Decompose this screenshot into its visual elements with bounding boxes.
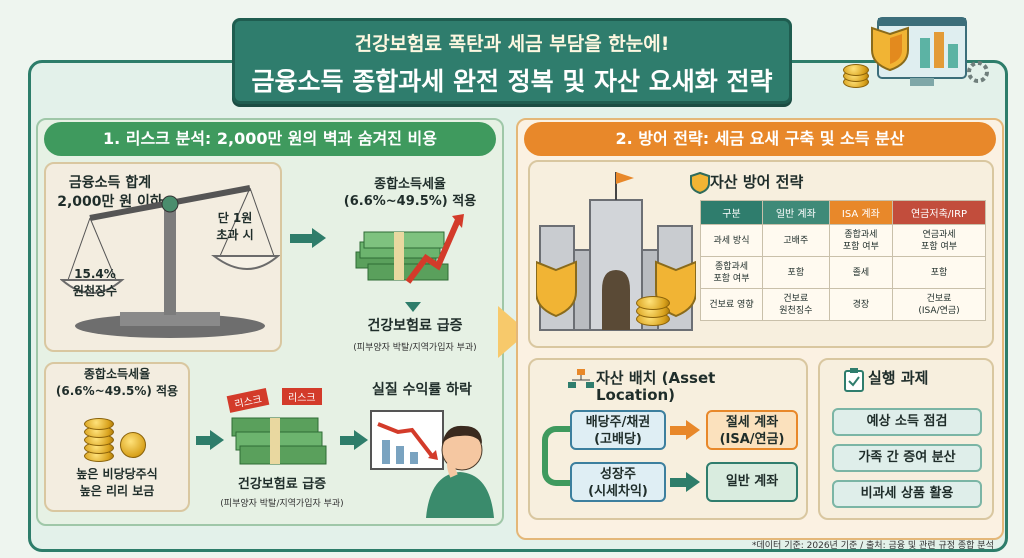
general-account-card: 일반 계좌	[706, 462, 798, 502]
dividend-box	[44, 362, 190, 512]
table-header-category: 구분	[700, 200, 763, 225]
table-cell: 건보료 (ISA/연금)	[892, 288, 986, 321]
task-item-2: 가족 간 증여 분산	[832, 444, 982, 472]
table-header-pension: 연금저축/IRP	[892, 200, 986, 225]
monitor-shield-icon	[850, 14, 1000, 94]
tax-saving-account-card: 절세 계좌 (ISA/연금)	[706, 410, 798, 450]
table-cell: 포함	[762, 256, 830, 289]
insurance-top-label: 건강보험료 급증	[367, 318, 463, 334]
table-cell: 종합과세 포함 여부	[828, 224, 894, 257]
table-cell: 건보료 영향	[700, 288, 763, 321]
title-line1: 건강보험료 폭탄과 세금 부담을 한눈에!	[354, 33, 670, 55]
arrow-right-icon-2	[196, 430, 224, 450]
worried-person-icon	[420, 410, 500, 518]
risk-analysis-heading: 1. 리스크 분석: 2,000만 원의 벽과 숨겨진 비용	[44, 122, 496, 156]
org-chart-icon	[568, 368, 594, 390]
table-header-isa: ISA 계좌	[828, 200, 894, 225]
coin-stack-icon	[84, 406, 154, 462]
title-banner: 건강보험료 폭탄과 세금 부담을 한눈에! 금융소득 종합과세 완전 정복 및 …	[232, 18, 792, 104]
table-header-general: 일반 계좌	[762, 200, 830, 225]
table-cell: 고배주	[762, 224, 830, 257]
table-cell: 연금과세 포함 여부	[892, 224, 986, 257]
defense-title: 자산 방어 전략	[710, 173, 804, 191]
tax-rate-top-label: 종합소득세율 (6.6%~49.5%) 적용	[343, 177, 477, 209]
insurance-top-sub: (피부양자 박탈/지역가입자 부과)	[353, 343, 477, 353]
table-cell: 건보료 원천징수	[762, 288, 830, 321]
account-comparison-table: 구분 일반 계좌 ISA 계좌 연금저축/IRP 과세 방식 고배주 종합과세 …	[700, 200, 986, 321]
insurance-bottom-label: 건강보험료 급증	[237, 477, 327, 492]
risk-money-icon	[226, 388, 336, 468]
flow-connector	[542, 426, 574, 486]
dividend-label: 높은 비당당주식 높은 리리 보금	[76, 467, 158, 498]
table-cell: 졸세	[828, 256, 894, 289]
table-cell: 과세 방식	[700, 224, 763, 257]
clipboard-check-icon	[844, 368, 864, 392]
title-line2: 금융소득 종합과세 완전 정복 및 자산 요새화 전략	[251, 67, 773, 96]
table-cell: 종합과세 포함 여부	[700, 256, 763, 289]
arrow-right-icon-4	[670, 420, 700, 440]
task-item-3: 비과세 상품 활용	[832, 480, 982, 508]
right-pan-label: 단 1원 초과 시	[216, 211, 254, 242]
dividend-bond-card: 배당주/채권 (고배당)	[570, 410, 666, 450]
down-chart-icon	[370, 410, 444, 470]
money-stack-icon	[348, 212, 468, 302]
arrow-right-icon-3	[340, 430, 368, 450]
footnote: *데이터 기준: 2026년 기준 / 출처: 금융 및 관련 규정 종합 분석	[752, 541, 994, 551]
real-return-label: 실질 수익률 하락	[372, 382, 472, 398]
scale-icon	[59, 176, 281, 346]
table-cell: 포함	[892, 256, 986, 289]
tax-rate-bottom-label: 종합소득세율 (6.6%~49.5%) 적용	[55, 367, 179, 398]
castle-icon	[535, 170, 697, 344]
task-item-1: 예상 소득 점검	[832, 408, 982, 436]
defense-strategy-heading: 2. 방어 전략: 세금 요새 구축 및 소득 분산	[524, 122, 996, 156]
left-pan-label: 15.4% 원천징수	[72, 267, 118, 298]
arrow-right-icon-5	[670, 472, 700, 492]
shield-icon	[690, 171, 710, 195]
insurance-bottom-sub: (피부양자 박탈/지역가입자 부과)	[220, 499, 344, 509]
table-cell: 경장	[828, 288, 894, 321]
tasks-title: 실행 과제	[868, 369, 929, 387]
risk-tag-2: 리스크	[282, 388, 322, 405]
growth-stock-card: 성장주 (시세차익)	[570, 462, 666, 502]
arrow-down-icon	[405, 302, 421, 312]
arrow-right-icon	[290, 228, 326, 248]
asset-location-title: 자산 배치 (Asset Location)	[596, 369, 716, 404]
